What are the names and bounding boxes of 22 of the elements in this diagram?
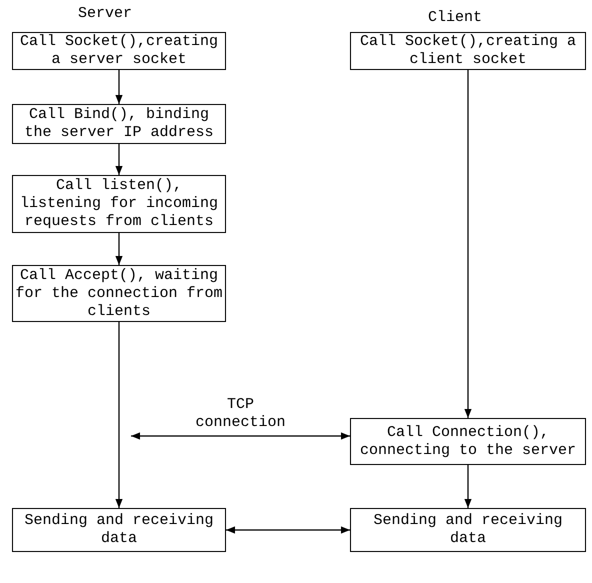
column-heading: Server xyxy=(76,5,133,22)
process-box xyxy=(350,508,586,552)
arrow xyxy=(115,70,123,104)
arrow xyxy=(131,432,350,440)
step-text: Sending and receiving data xyxy=(372,512,564,548)
step-text: Call Connection(), connecting to the server xyxy=(358,424,578,460)
arrow xyxy=(115,322,123,508)
step-text: Sending and receiving data xyxy=(23,512,215,548)
process-box xyxy=(350,418,586,465)
arrow xyxy=(115,233,123,265)
arrow xyxy=(115,144,123,175)
column-heading: Client xyxy=(426,9,483,26)
arrow xyxy=(464,465,472,508)
process-box xyxy=(12,508,226,552)
arrow xyxy=(226,526,350,534)
step-text: Call listen(), listening for incoming requests from clients xyxy=(18,177,220,231)
step-text: Call Bind(), binding the server IP address xyxy=(23,106,215,142)
step-text: Call Socket(),creating a server socket xyxy=(18,33,220,69)
step-text: Call Accept(), waiting for the connection from clients xyxy=(15,266,223,320)
process-box xyxy=(12,104,226,144)
step-text: Call Socket(),creating a client socket xyxy=(358,33,578,69)
arrow xyxy=(464,70,472,418)
